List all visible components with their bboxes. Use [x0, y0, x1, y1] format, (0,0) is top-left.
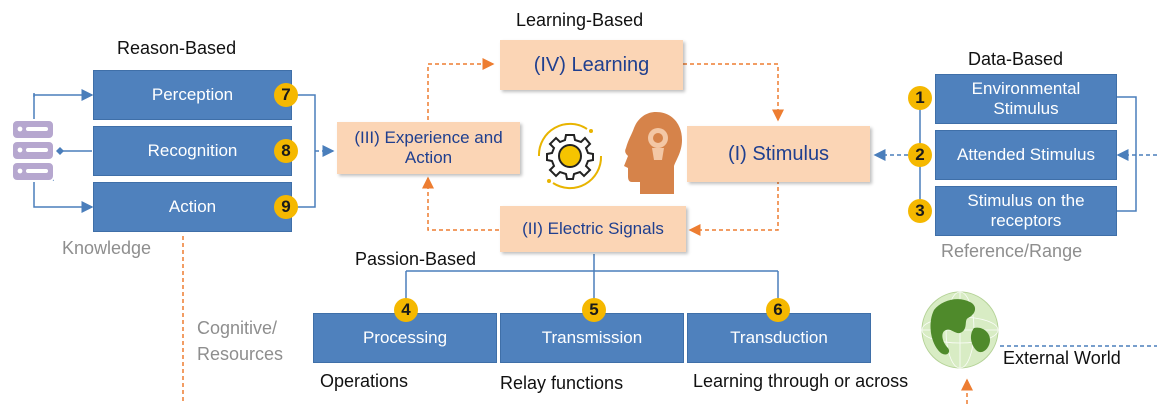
database-icon — [10, 118, 56, 184]
badge-7: 7 — [274, 83, 298, 107]
badge-1: 1 — [908, 86, 932, 110]
resources-label: Resources — [197, 344, 284, 364]
badge-4: 4 — [394, 298, 418, 322]
environmental-stimulus-box: Environmental Stimulus — [935, 74, 1117, 124]
electric-signals-box: (II) Electric Signals — [500, 206, 686, 252]
badge-9: 9 — [274, 195, 298, 219]
stimulus-box: (I) Stimulus — [687, 126, 870, 182]
diamond-marker — [56, 147, 64, 155]
head-icon — [622, 110, 684, 196]
experience-action-label: (III) Experience and Action — [354, 127, 503, 167]
stimulus-receptors-box: Stimulus on the receptors — [935, 186, 1117, 236]
gear-icon — [529, 118, 611, 194]
operations-caption: Operations — [320, 371, 409, 391]
badge-5: 5 — [582, 298, 606, 322]
recognition-box: Recognition — [93, 126, 292, 176]
globe-icon — [918, 288, 1002, 372]
badge-3: 3 — [908, 199, 932, 223]
badge-2: 2 — [908, 143, 932, 167]
heading-learning-based: Learning-Based — [516, 10, 644, 30]
knowledge-label: Knowledge — [62, 238, 152, 258]
cognitive-label: Cognitive/ — [197, 318, 278, 338]
relay-functions-caption: Relay functions — [500, 373, 624, 393]
learning-through-caption: Learning through or across — [693, 371, 909, 391]
attended-stimulus-box: Attended Stimulus — [935, 130, 1117, 180]
reference-range-label: Reference/Range — [941, 241, 1083, 261]
perception-box: Perception — [93, 70, 292, 120]
heading-reason-based: Reason-Based — [117, 38, 237, 58]
action-box: Action — [93, 182, 292, 232]
badge-8: 8 — [274, 139, 298, 163]
badge-6: 6 — [766, 298, 790, 322]
learning-box: (IV) Learning — [500, 40, 683, 90]
external-world-label: External World — [1003, 348, 1121, 368]
heading-passion-based: Passion-Based — [355, 249, 477, 269]
heading-data-based: Data-Based — [968, 49, 1064, 69]
cycle-arrows — [182, 58, 973, 404]
transduction-box: Transduction — [687, 313, 871, 363]
experience-action-box: (III) Experience and Action — [337, 122, 520, 174]
